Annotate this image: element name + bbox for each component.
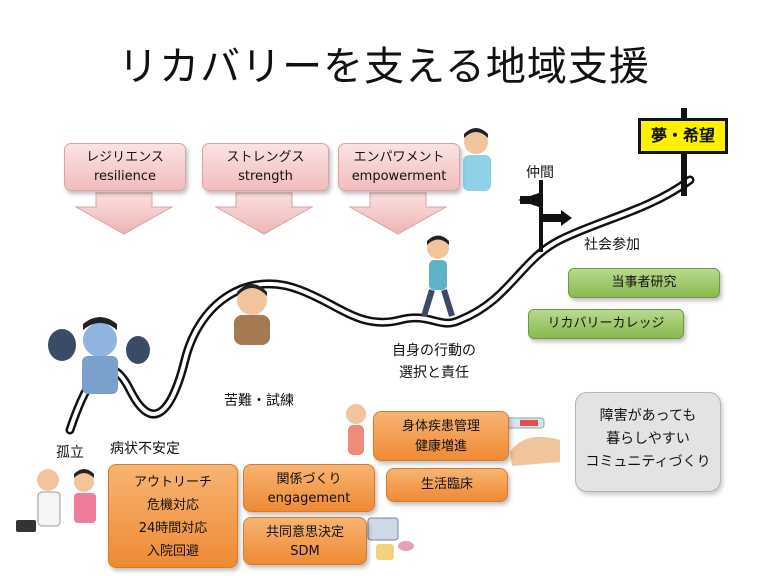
- dream-hope-sign: 夢・希望: [638, 118, 728, 154]
- signpost-icon: [518, 180, 572, 252]
- worried-person-icon: [234, 284, 270, 345]
- thinking-person-icon: [463, 128, 491, 191]
- community-line2: 暮らしやすい: [606, 431, 690, 447]
- down-arrow-1: [74, 192, 174, 235]
- isolation-label: 孤立: [56, 445, 84, 461]
- page-title: リカバリーを支える地域支援: [118, 44, 650, 90]
- community-line3: コミュニティづくり: [585, 454, 711, 470]
- choice-label-line1: 自身の行動の: [392, 343, 476, 359]
- outreach-line3: 24時間対応: [138, 521, 208, 536]
- strength-label-en: strength: [238, 169, 293, 184]
- outreach-box: アウトリーチ 危機対応 24時間対応 入院回避: [108, 464, 238, 568]
- support-staff-icon: [16, 469, 96, 532]
- resilience-box: レジリエンス resilience: [64, 143, 186, 191]
- engagement-line2: engagement: [267, 491, 351, 506]
- outreach-line4: 入院回避: [146, 544, 199, 559]
- empowerment-label-en: empowerment: [351, 169, 447, 184]
- outreach-line1: アウトリーチ: [133, 475, 212, 490]
- peer-research-box: 当事者研究: [568, 268, 720, 298]
- choice-label-line2: 選択と責任: [399, 365, 469, 381]
- life-clinical-box: 生活臨床: [386, 468, 508, 502]
- recovery-college-box: リカバリーカレッジ: [528, 309, 684, 339]
- resilience-label-jp: レジリエンス: [86, 150, 164, 165]
- vaccine-icon: [499, 417, 560, 466]
- distressed-person-icon: [48, 317, 150, 394]
- health-line2: 健康増進: [414, 439, 467, 454]
- engagement-box: 関係づくり engagement: [243, 464, 375, 512]
- sdm-line1: 共同意思決定: [265, 525, 344, 540]
- walking-person-icon: [421, 235, 455, 317]
- strength-label-jp: ストレングス: [226, 150, 305, 165]
- empowerment-box: エンパワメント empowerment: [338, 143, 460, 191]
- health-promotion-box: 身体疾患管理 健康増進: [373, 411, 509, 461]
- community-line1: 障害があっても: [599, 408, 697, 424]
- social-participation-label: 社会参加: [584, 237, 640, 253]
- engagement-line1: 関係づくり: [276, 472, 342, 487]
- sdm-box: 共同意思決定 SDM: [243, 517, 367, 565]
- outreach-line2: 危機対応: [146, 498, 199, 513]
- exercise-person-icon: [346, 404, 366, 455]
- strength-box: ストレングス strength: [202, 143, 329, 191]
- down-arrow-3: [348, 192, 448, 235]
- choice-label: 自身の行動の 選択と責任: [392, 340, 476, 384]
- health-line1: 身体疾患管理: [401, 419, 480, 434]
- resilience-label-en: resilience: [93, 169, 157, 184]
- medicine-icon: [367, 517, 414, 560]
- hardship-label: 苦難・試練: [224, 393, 294, 409]
- community-box: 障害があっても 暮らしやすい コミュニティづくり: [575, 392, 721, 492]
- down-arrow-2: [214, 192, 314, 235]
- peers-label: 仲間: [526, 165, 554, 181]
- empowerment-label-jp: エンパワメント: [353, 150, 445, 165]
- unstable-label: 病状不安定: [110, 441, 180, 457]
- sdm-line2: SDM: [290, 544, 320, 559]
